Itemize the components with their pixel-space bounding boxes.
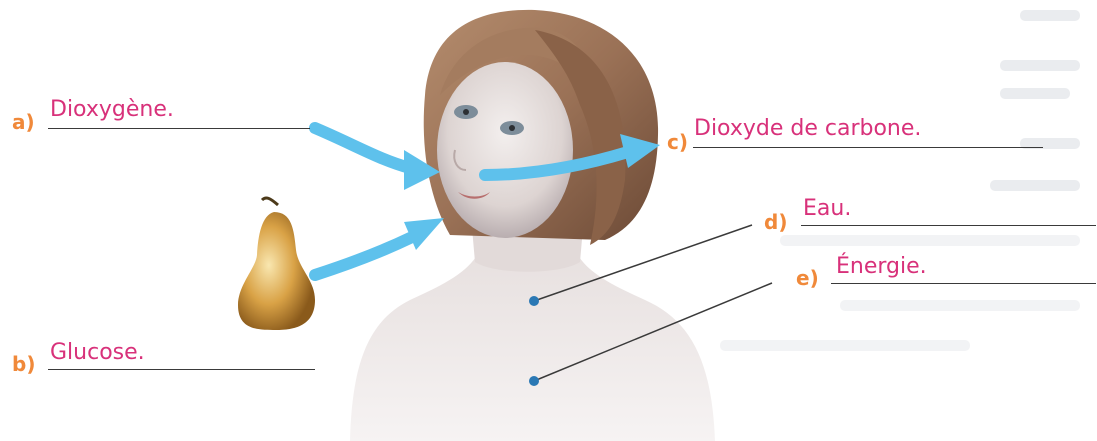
label-letter: c) <box>667 130 688 154</box>
label-letter: d) <box>764 210 787 234</box>
label-letter: a) <box>12 110 35 134</box>
answer-line <box>693 147 1043 148</box>
pear-icon <box>238 198 315 330</box>
label-letter: b) <box>12 352 35 376</box>
label-answer: Glucose. <box>50 340 145 365</box>
answer-line <box>801 225 1096 226</box>
label-letter: e) <box>796 266 819 290</box>
label-answer: Eau. <box>803 196 851 221</box>
answer-line <box>831 283 1096 284</box>
answer-line <box>48 369 315 370</box>
answer-line <box>48 128 310 129</box>
label-answer: Énergie. <box>836 254 927 279</box>
label-answer: Dioxygène. <box>50 97 174 122</box>
label-answer: Dioxyde de carbone. <box>694 116 921 141</box>
